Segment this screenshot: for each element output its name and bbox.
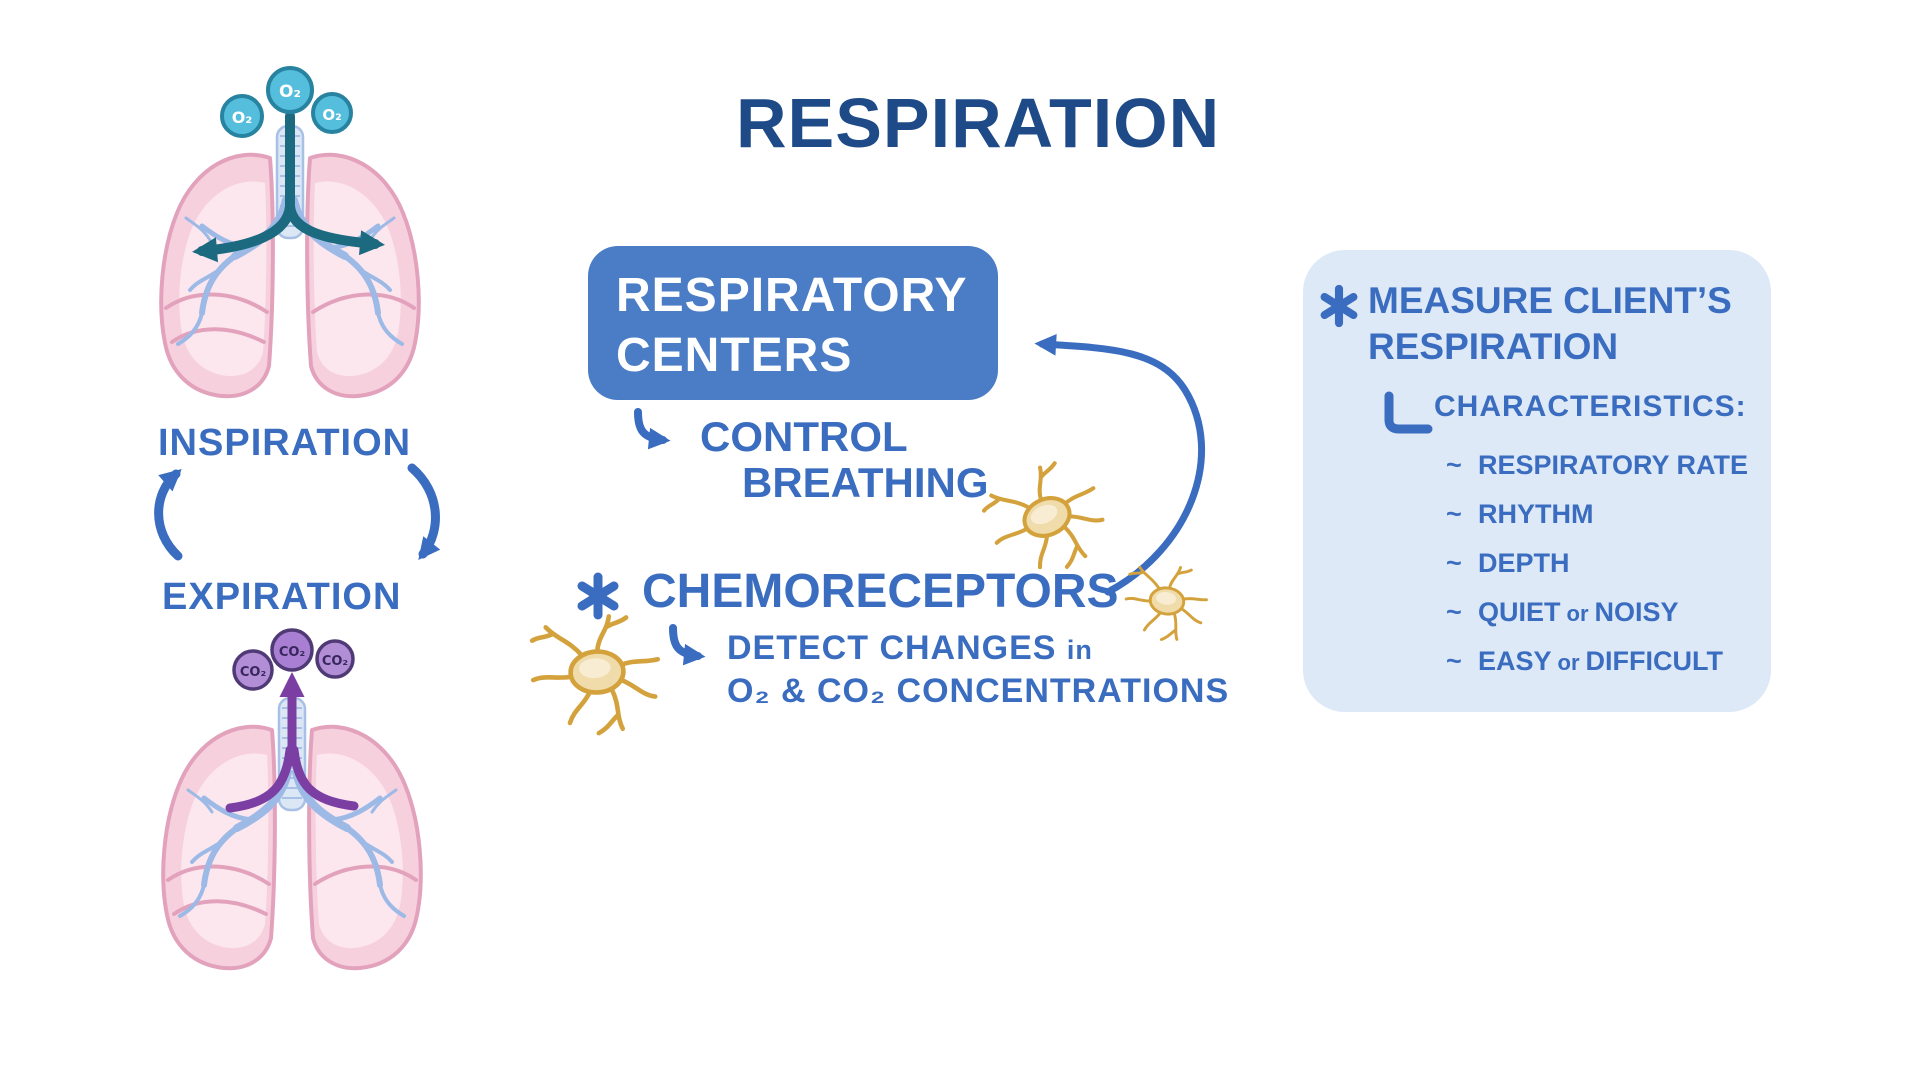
- co2-molecule-icon: CO₂: [232, 649, 274, 691]
- expiration-lungs-illustration: CO₂ CO₂ CO₂: [163, 628, 421, 968]
- tilde-marker: ~: [1446, 450, 1462, 480]
- neuron-icon: [1110, 547, 1220, 653]
- characteristic-item: ~ DEPTH: [1446, 548, 1570, 579]
- tilde-marker: ~: [1446, 597, 1462, 627]
- panel-title-line2: RESPIRATION: [1368, 326, 1619, 367]
- characteristic-item: ~ RHYTHM: [1446, 499, 1594, 530]
- item-text: RESPIRATORY RATE: [1478, 450, 1749, 480]
- svg-text:O₂: O₂: [232, 108, 253, 127]
- item-conjunction: or: [1566, 601, 1589, 626]
- exhale-arrow-icon: [225, 672, 359, 813]
- control-breathing-line1: CONTROL: [700, 413, 908, 460]
- neuron-icon: [979, 458, 1108, 578]
- svg-text:CO₂: CO₂: [240, 665, 266, 680]
- co2-molecule-icon: CO₂: [270, 628, 314, 672]
- chemoreceptors-label: CHEMORECEPTORS: [642, 565, 1119, 618]
- co2-molecule-icon: CO₂: [315, 639, 355, 679]
- inspiration-lungs-illustration: O₂ O₂ O₂: [161, 66, 419, 396]
- item-text: EASY: [1478, 646, 1552, 676]
- detect-changes-text: DETECT CHANGES: [727, 629, 1057, 667]
- item-text-after: DIFFICULT: [1585, 646, 1723, 676]
- item-text: DEPTH: [1478, 548, 1570, 578]
- expiration-label: EXPIRATION: [162, 576, 402, 618]
- svg-text:CO₂: CO₂: [322, 654, 348, 669]
- feedback-arrow-icon: [1034, 334, 1206, 596]
- item-conjunction: or: [1557, 650, 1580, 675]
- o2-molecule-icon: O₂: [266, 66, 314, 114]
- elbow-arrow-icon: [638, 412, 663, 440]
- neuron-icon: [516, 599, 670, 743]
- concentrations-line: O₂ & CO₂ CONCENTRATIONS: [727, 672, 1230, 710]
- characteristic-item: ~ RESPIRATORY RATE: [1446, 450, 1748, 481]
- control-breathing-line2: BREATHING: [742, 459, 989, 506]
- tilde-marker: ~: [1446, 548, 1462, 578]
- respiratory-centers-box: RESPIRATORY CENTERS: [588, 246, 998, 400]
- detect-changes-suffix: in: [1066, 635, 1093, 665]
- tilde-marker: ~: [1446, 646, 1462, 676]
- item-text: QUIET: [1478, 597, 1561, 627]
- tilde-marker: ~: [1446, 499, 1462, 529]
- asterisk-icon: [582, 577, 614, 615]
- corner-elbow-icon: [1384, 391, 1433, 434]
- cycle-arrow-up-icon: [154, 469, 183, 561]
- svg-text:CO₂: CO₂: [279, 645, 305, 660]
- carbon-dioxide-molecules: CO₂ CO₂ CO₂: [232, 628, 355, 691]
- respiratory-centers-line2: CENTERS: [616, 328, 853, 382]
- svg-text:O₂: O₂: [322, 106, 341, 124]
- page-title: RESPIRATION: [736, 84, 1221, 162]
- elbow-arrow-icon: [673, 628, 698, 656]
- detect-changes-line: DETECT CHANGES in: [727, 631, 1093, 665]
- o2-molecule-icon: O₂: [220, 94, 264, 138]
- item-text: RHYTHM: [1478, 499, 1594, 529]
- asterisk-icon: [1325, 289, 1354, 323]
- respiratory-centers-line1: RESPIRATORY: [616, 269, 968, 322]
- assessment-panel: [1303, 250, 1771, 712]
- svg-text:O₂: O₂: [279, 82, 301, 102]
- o2-molecule-icon: O₂: [311, 92, 353, 134]
- inhale-arrow-icon: [192, 111, 385, 263]
- characteristics-label: CHARACTERISTICS:: [1434, 390, 1747, 423]
- item-text-after: NOISY: [1594, 597, 1679, 627]
- oxygen-molecules: O₂ O₂ O₂: [220, 66, 353, 138]
- inspiration-label: INSPIRATION: [158, 422, 412, 464]
- panel-title-line1: MEASURE CLIENT’S: [1368, 280, 1732, 321]
- cycle-arrow-down-icon: [407, 463, 441, 560]
